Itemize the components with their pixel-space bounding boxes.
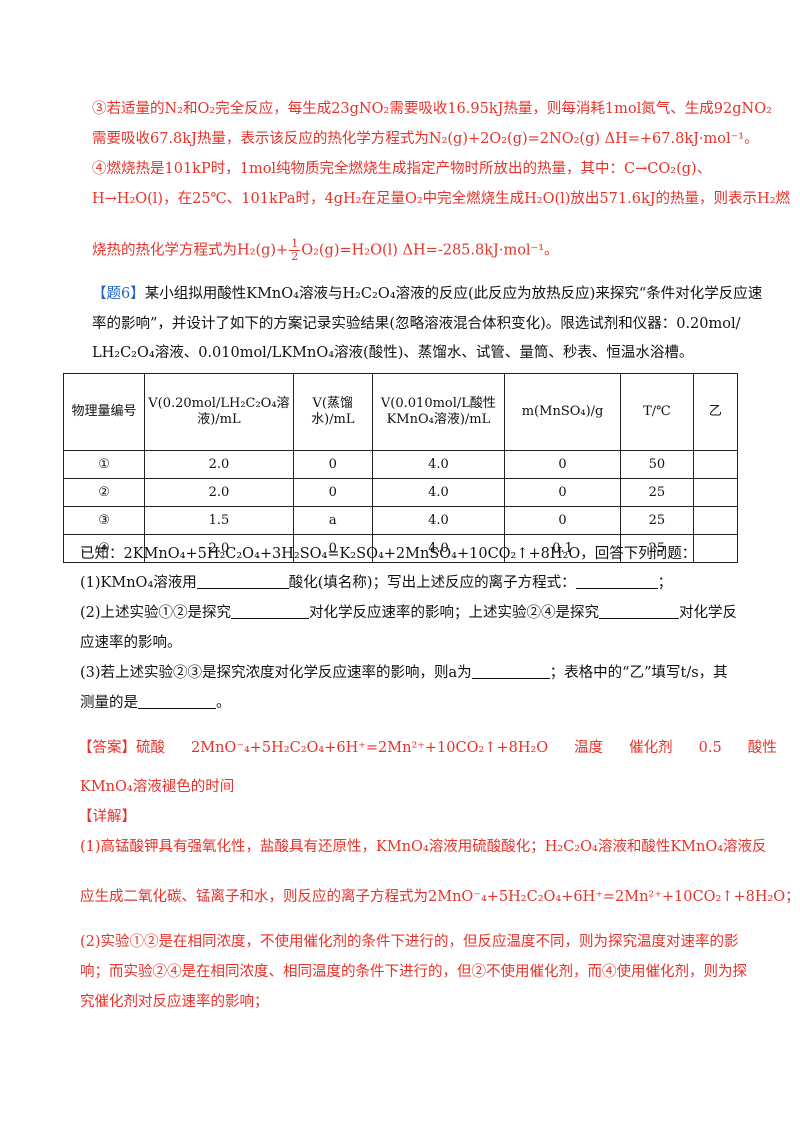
q2-text-c: 对化学反	[679, 605, 738, 621]
table-header: V(0.010mol/L酸性KMnO₄溶液)/mL	[371, 373, 506, 451]
table-cell: 25	[620, 506, 694, 535]
table-header: V(0.20mol/LH₂C₂O₄溶液)/mL	[144, 373, 294, 451]
table-header: V(蒸馏水)/mL	[292, 373, 373, 451]
table-row: ④ 2.0 0 4.0 0.1 25	[62, 534, 739, 563]
p4-line3-pre: 烧热的热化学方程式为H₂(g)+	[92, 242, 289, 259]
table-cell	[692, 534, 739, 563]
p3-line1: ③若适量的N₂和O₂完全反应，每生成23gNO₂需要吸收16.95kJ热量，则每…	[92, 101, 772, 117]
detail-tag: 【详解】	[78, 809, 136, 825]
table-cell: 25	[620, 534, 694, 563]
detail2-line1: (2)实验①②是在相同浓度，不使用催化剂的条件下进行的，但反应温度不同，则为探究…	[80, 934, 739, 950]
table-header: m(MnSO₄)/g	[504, 373, 622, 451]
table-cell: 2.0	[144, 534, 294, 563]
table-row: ① 2.0 0 4.0 0 50	[62, 450, 739, 479]
q2-text-b: 对化学反应速率的影响；上述实验②④是探究	[309, 605, 600, 621]
table-cell: 0	[292, 478, 373, 507]
answer-line: 【答案】硫酸 2MnO⁻₄+5H₂C₂O₄+6H⁺=2Mn²⁺+10CO₂↑+8H…	[78, 738, 777, 758]
table-cell	[692, 506, 739, 535]
answer-item: 0.5	[698, 740, 722, 756]
p4-line2: H→H₂O(l)，在25℃、101kPa时，4gH₂在足量O₂中完全燃烧生成H₂…	[92, 191, 791, 207]
q2-text-a: (2)上述实验①②是探究	[80, 605, 232, 621]
q1-text-c: ；	[657, 575, 673, 591]
table-cell: 4.0	[371, 534, 506, 563]
table-cell: 2.0	[144, 478, 294, 507]
q6-text1: 某小组拟用酸性KMnO₄溶液与H₂C₂O₄溶液的反应(此反应为放热反应)来探究“…	[144, 286, 763, 302]
table-cell: ③	[62, 506, 146, 535]
question-tag: 【题6】	[92, 286, 145, 302]
answer-item: 酸性	[747, 740, 777, 756]
detail1-line2: 应生成二氧化碳、锰离子和水，则反应的离子方程式为2MnO⁻₄+5H₂C₂O₄+6…	[80, 889, 800, 905]
p4-line3-post: O₂(g)=H₂O(l) ΔH=-285.8kJ·mol⁻¹。	[301, 242, 559, 259]
answer-line2: KMnO₄溶液褪色的时间	[80, 779, 235, 795]
q3-text-a: (3)若上述实验②③是探究浓度对化学反应速率的影响，则a为	[80, 665, 472, 681]
table-cell: 0	[292, 450, 373, 479]
frac-numerator: 1	[289, 237, 301, 251]
known-equation: 已知：2KMnO₄+5H₂C₂O₄+3H₂SO₄=K₂SO₄+2MnSO₄+10…	[80, 546, 697, 562]
answer-item: 硫酸	[136, 740, 165, 756]
table-header-row: 物理量编号 V(0.20mol/LH₂C₂O₄溶液)/mL V(蒸馏水)/mL …	[62, 373, 739, 451]
q3-text-b: ；表格中的“乙”填写t/s，其	[549, 665, 728, 681]
table-cell	[692, 478, 739, 507]
q3-line2: 测量的是 。	[80, 693, 720, 713]
table-cell: 25	[620, 478, 694, 507]
table-cell: ①	[62, 450, 146, 479]
answer-tag: 【答案】	[78, 740, 136, 756]
q3-text-d: 。	[216, 695, 231, 711]
table-cell: 50	[620, 450, 694, 479]
answer-item: 温度	[574, 740, 604, 756]
table-row: ③ 1.5 a 4.0 0 25	[62, 506, 739, 535]
table-cell: 0	[504, 506, 622, 535]
detail2-line3: 究催化剂对反应速率的影响；	[80, 994, 269, 1010]
table-cell: 0.1	[504, 534, 622, 563]
answer-item: 催化剂	[629, 740, 673, 756]
answer-blank	[231, 604, 310, 619]
q6-line2: 率的影响”，并设计了如下的方案记录实验结果(忽略溶液混合体积变化)。限选试剂和仪…	[92, 316, 741, 332]
q3-line1: (3)若上述实验②③是探究浓度对化学反应速率的影响，则a为 ；表格中的“乙”填写t…	[80, 663, 728, 683]
q1-line: (1)KMnO₄溶液用 酸化(填名称)；写出上述反应的离子方程式： ；	[80, 573, 720, 593]
table-cell: 2.0	[144, 450, 294, 479]
answer-blank	[138, 694, 216, 709]
frac-denominator: 2	[291, 250, 299, 263]
answer-blank	[471, 664, 550, 679]
p3-line2: 需要吸收67.8kJ热量，表示该反应的热化学方程式为N₂(g)+2O₂(g)=2…	[92, 131, 759, 147]
q6-line1: 【题6】某小组拟用酸性KMnO₄溶液与H₂C₂O₄溶液的反应(此反应为放热反应)…	[92, 284, 762, 304]
q1-text-b: 酸化(填名称)；写出上述反应的离子方程式：	[288, 575, 576, 591]
answer-blank	[196, 574, 289, 589]
table-cell: 0	[292, 534, 373, 563]
detail2-line2: 响；而实验②④是在相同浓度、相同温度的条件下进行的，但②不使用催化剂，而④使用催…	[80, 964, 747, 980]
answer-blank	[599, 604, 680, 619]
table-cell: ②	[62, 478, 146, 507]
experiment-table: 物理量编号 V(0.20mol/LH₂C₂O₄溶液)/mL V(蒸馏水)/mL …	[62, 373, 739, 563]
table-header: 乙	[692, 373, 739, 451]
table-header: 物理量编号	[62, 373, 146, 451]
q2-line1: (2)上述实验①②是探究 对化学反应速率的影响；上述实验②④是探究 对化学反	[80, 603, 737, 623]
table-cell: 4.0	[371, 450, 506, 479]
q6-line3: LH₂C₂O₄溶液、0.010mol/LKMnO₄溶液(酸性)、蒸馏水、试管、量…	[92, 345, 694, 361]
q3-text-c: 测量的是	[80, 695, 138, 711]
table-cell: 0	[504, 478, 622, 507]
table-cell: 4.0	[371, 478, 506, 507]
table-row: ② 2.0 0 4.0 0 25	[62, 478, 739, 507]
p4-line1: ④燃烧热是101kP时，1mol纯物质完全燃烧生成指定产物时所放出的热量，其中：…	[92, 161, 712, 177]
q1-text-a: (1)KMnO₄溶液用	[80, 575, 197, 591]
table-header: T/℃	[620, 373, 694, 451]
q2-line2: 应速率的影响。	[80, 635, 182, 651]
table-cell	[692, 450, 739, 479]
table-cell: 4.0	[371, 506, 506, 535]
detail1-line1: (1)高锰酸钾具有强氧化性，盐酸具有还原性，KMnO₄溶液用硫酸酸化；H₂C₂O…	[80, 839, 767, 855]
table-cell: ④	[62, 534, 146, 563]
table-cell: 0	[504, 450, 622, 479]
answer-blank	[575, 574, 658, 589]
answer-item: 2MnO⁻₄+5H₂C₂O₄+6H⁺=2Mn²⁺+10CO₂↑+8H₂O	[191, 740, 549, 756]
table-cell: a	[292, 506, 373, 535]
table-cell: 1.5	[144, 506, 294, 535]
